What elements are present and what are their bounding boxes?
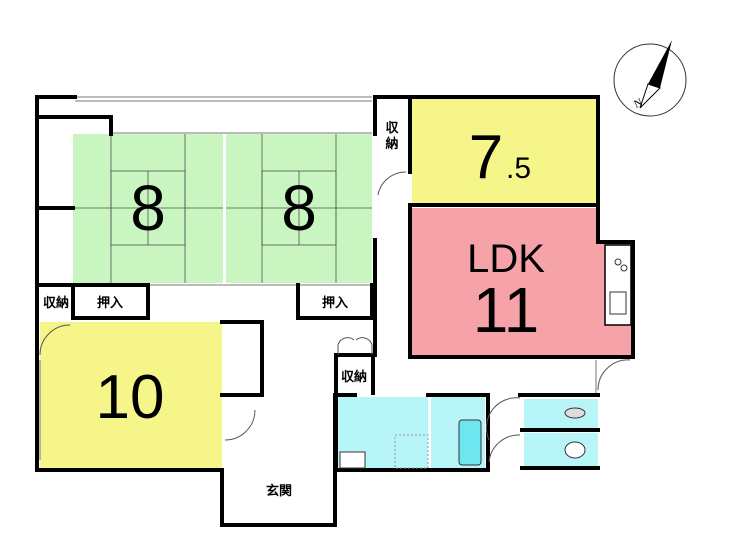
toilet-icon [564, 441, 586, 459]
ldk-label: LDK [467, 237, 545, 281]
stove-icon [614, 258, 622, 266]
bedroom-floor [412, 99, 596, 205]
storage-top-label-1: 収 [385, 121, 399, 136]
washitsu-1-size: 8 [130, 172, 166, 244]
kitchen-sink-icon [609, 291, 627, 315]
tatami-lines [73, 134, 372, 283]
sink-icon [339, 451, 366, 469]
entrance-label: 玄関 [266, 483, 292, 499]
bedroom-size-decimal: .5 [506, 152, 531, 185]
oshiire-right-label: 押入 [322, 295, 348, 311]
walls [35, 95, 635, 527]
ldk-floor [410, 208, 633, 356]
kitchen-counter [604, 244, 632, 326]
shower-area [394, 434, 429, 469]
door-swings [39, 171, 631, 463]
western-room-size: 10 [96, 363, 165, 432]
storage-top-label-2: 納 [385, 136, 398, 152]
ldk-size: 11 [473, 274, 539, 346]
compass-icon: N [613, 40, 687, 117]
storage-left-label: 収納 [43, 295, 69, 311]
toilet-1-floor [524, 399, 598, 428]
western-room-floor [40, 322, 222, 468]
bathtub [458, 419, 482, 466]
stove-icon [620, 264, 628, 272]
toilet-2-floor [524, 433, 598, 468]
oshiire-left-label: 押入 [97, 295, 123, 311]
bedroom-size: 7 [469, 123, 503, 192]
storage-mid-label: 収納 [341, 369, 367, 385]
washitsu-2-size: 8 [281, 172, 317, 244]
urinal-icon [564, 407, 586, 419]
